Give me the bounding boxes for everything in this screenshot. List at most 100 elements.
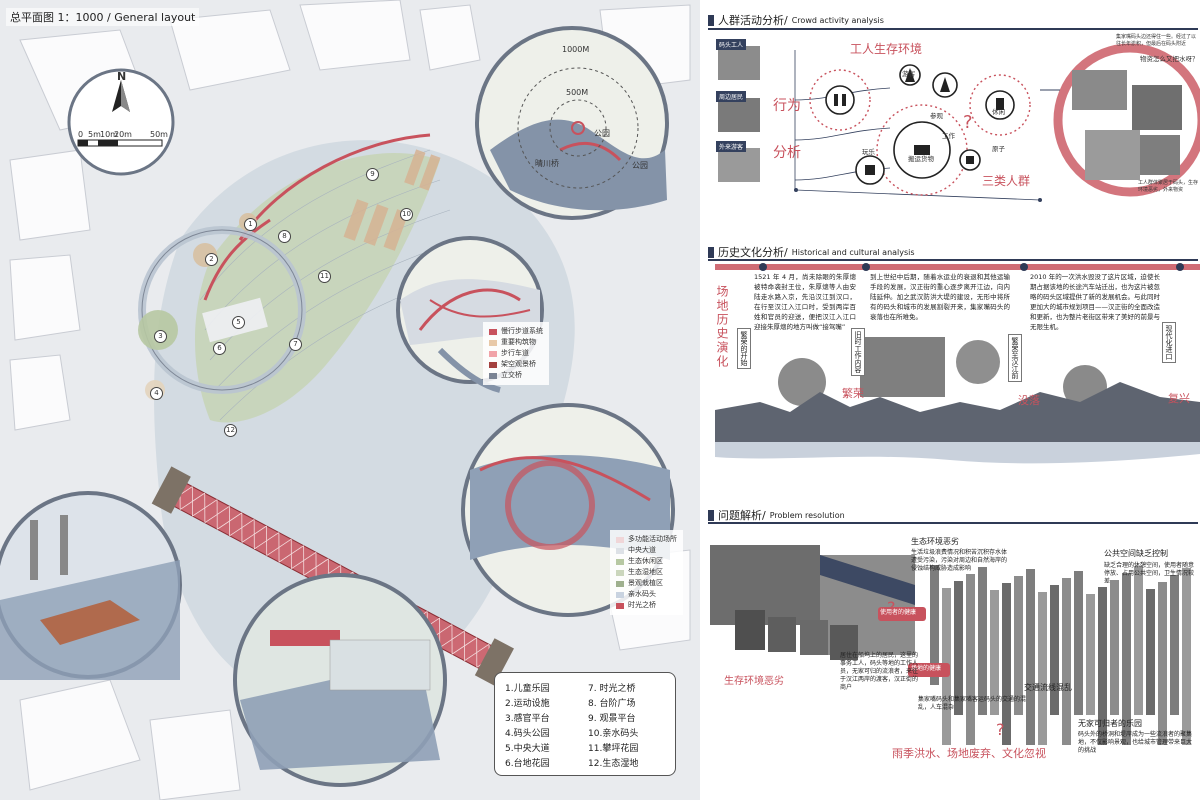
legend-swatch bbox=[616, 591, 624, 598]
park-label: 公园 bbox=[594, 129, 610, 138]
stage-prosperity: 繁荣 bbox=[842, 387, 864, 400]
area-number: 11 bbox=[318, 270, 331, 283]
group-tag-residents: 周边居民 bbox=[716, 91, 747, 102]
history-text-decline: 到上世纪中后期，随着水运业的衰退和其他运输手段的发展，汉正街的重心逐步离开江边，… bbox=[870, 273, 1010, 321]
three-groups-label: 三类人群 bbox=[982, 174, 1031, 188]
question-text: 物资怎么又把水呀？ bbox=[1140, 55, 1199, 63]
area-number: 9 bbox=[366, 168, 379, 181]
timeline-tag: 现代化进口 bbox=[1162, 322, 1176, 363]
section-divider bbox=[708, 522, 1198, 524]
north-letter: N bbox=[117, 70, 127, 83]
legend-item: 时光之桥 bbox=[616, 600, 677, 611]
legend-item: 立交桥 bbox=[489, 370, 543, 381]
stage-revival: 复兴 bbox=[1168, 392, 1190, 405]
legend-item: 重要构筑物 bbox=[489, 337, 543, 348]
area-number: 1 bbox=[244, 218, 257, 231]
slow-walk-path bbox=[238, 133, 431, 241]
history-title-cn: 历史文化分析/ bbox=[718, 246, 788, 259]
legend-label: 重要构筑物 bbox=[501, 338, 536, 346]
worker-note: 工人群体聚居于码头，生存环境恶劣，外来物资 bbox=[1138, 180, 1199, 193]
node-tourist: 游客 bbox=[902, 70, 915, 78]
bottom-problems: 雨季洪水、场地废弃、文化忽视 bbox=[892, 747, 1046, 760]
legend-label: 生态休闲区 bbox=[628, 557, 663, 565]
node-leisure: 休闲 bbox=[992, 108, 1005, 116]
node-visit: 参观 bbox=[930, 112, 943, 120]
site-list-item: 6.台地花园 bbox=[505, 759, 550, 769]
timeline-tag: 旧时工作内容 bbox=[851, 328, 865, 376]
history-text-2010: 2010 年的一次洪水毁没了这片区域，迫使长期占据该地的长途汽车站迁出，也为这片… bbox=[1030, 273, 1160, 331]
survival-label: 生存环境恶劣 bbox=[724, 676, 784, 687]
timeline-tag: 繁荣至汉江前 bbox=[1008, 334, 1022, 382]
legend-swatch bbox=[616, 558, 624, 565]
homeless-text: 码头外的桥洞和堤岸成为一些流浪者的聚集地，不仅影响景观，也给城市管理带来巨大的挑… bbox=[1078, 731, 1193, 754]
timeline-tag: 繁荣的开始 bbox=[737, 328, 751, 369]
legend-route: 慢行步道系统重要构筑物步行车道架空观景桥立交桥 bbox=[483, 322, 549, 385]
legend-swatch bbox=[616, 569, 624, 576]
site-list-item: 7. 时光之桥 bbox=[588, 684, 636, 694]
legend-swatch bbox=[616, 547, 624, 554]
history-title-en: Historical and cultural analysis bbox=[791, 247, 915, 257]
legend-label: 生态湿地区 bbox=[628, 568, 663, 576]
perspective-circle-left bbox=[0, 491, 182, 680]
group-tag-tourists: 外来游客 bbox=[716, 141, 747, 152]
section-divider bbox=[708, 259, 1198, 261]
site-list-item: 4.码头公园 bbox=[505, 729, 550, 739]
area-number: 10 bbox=[400, 208, 413, 221]
legend-label: 步行车道 bbox=[501, 349, 529, 357]
crowd-title-cn: 人群活动分析/ bbox=[718, 14, 788, 27]
scale-tick: 10m bbox=[100, 130, 118, 139]
site-plan-drawing bbox=[0, 0, 691, 800]
analysis-label: 分析 bbox=[773, 145, 801, 161]
legend-label: 中央大道 bbox=[628, 546, 656, 554]
scale-tick: 50m bbox=[150, 130, 168, 139]
eco-problem-title: 生态环境恶劣 bbox=[911, 537, 959, 546]
legend-swatch bbox=[489, 361, 497, 368]
node-play: 玩乐 bbox=[862, 148, 875, 156]
legend-label: 架空观景桥 bbox=[501, 360, 536, 368]
legend-item: 多功能活动场所 bbox=[616, 534, 677, 545]
scale-tick: 5m bbox=[88, 130, 101, 139]
analysis-column: 人群活动分析/ Crowd activity analysis bbox=[700, 0, 1200, 800]
site-list-item: 1.儿童乐园 bbox=[505, 684, 550, 694]
site-list-item: 12.生态湿地 bbox=[588, 759, 639, 769]
traffic-title: 交通流线混乱 bbox=[1024, 683, 1072, 692]
legend-item: 亲水码头 bbox=[616, 589, 677, 600]
legend-item: 中央大道 bbox=[616, 545, 677, 556]
history-timeline bbox=[715, 263, 1200, 464]
site-list-item: 3.感官平台 bbox=[505, 714, 550, 724]
site-list-item: 5.中央大道 bbox=[505, 744, 550, 754]
legend-swatch bbox=[489, 372, 497, 379]
stage-decline: 没落 bbox=[1018, 394, 1040, 407]
node-carry-goods: 搬运货物 bbox=[908, 155, 934, 163]
general-layout-panel: 总平面图 1：1000 / General layout N 0 5m 10m … bbox=[0, 0, 700, 800]
legend-swatch bbox=[616, 536, 624, 543]
history-text-1521: 1521 年 4 月，尚未除眼的朱厚熜被特命袭封王位，朱厚熜等人由安陆走水路入京… bbox=[754, 273, 856, 331]
legend-swatch bbox=[489, 328, 497, 335]
area-number: 3 bbox=[154, 330, 167, 343]
radius-1000-label: 1000M bbox=[562, 45, 590, 54]
user-health-tag: 使用者的健康 bbox=[880, 609, 917, 616]
worker-env-headline: 工人生存环境 bbox=[850, 42, 923, 56]
site-history-evolution: 场地历史演化 bbox=[715, 285, 729, 369]
site-list-item: 11.攀坪花园 bbox=[588, 744, 639, 754]
crowd-diagram bbox=[718, 43, 1200, 202]
public-space-title: 公共空间缺乏控制 bbox=[1104, 549, 1168, 558]
legend-swatch bbox=[616, 602, 624, 609]
legend-label: 景观栽植区 bbox=[628, 579, 663, 587]
radius-500-label: 500M bbox=[566, 88, 589, 97]
legend-item: 生态休闲区 bbox=[616, 556, 677, 567]
problem-title-en: Problem resolution bbox=[769, 510, 845, 520]
public-space-text: 缺乏合理的休憩空间，使用者随意停放、占用公共空间，卫生情况较差 bbox=[1104, 562, 1195, 585]
legend-item: 生态湿地区 bbox=[616, 567, 677, 578]
legend-item: 景观栽植区 bbox=[616, 578, 677, 589]
node-work: 工作 bbox=[942, 132, 955, 140]
legend-label: 慢行步道系统 bbox=[501, 327, 543, 335]
area-number: 7 bbox=[289, 338, 302, 351]
context-map-circle bbox=[475, 26, 669, 220]
crowd-title-en: Crowd activity analysis bbox=[791, 15, 884, 25]
legend-label: 立交桥 bbox=[501, 371, 522, 379]
crowd-section-title: 人群活动分析/ Crowd activity analysis bbox=[708, 12, 884, 28]
perspective-circle-bottom bbox=[233, 573, 447, 787]
legend-label: 亲水码头 bbox=[628, 590, 656, 598]
